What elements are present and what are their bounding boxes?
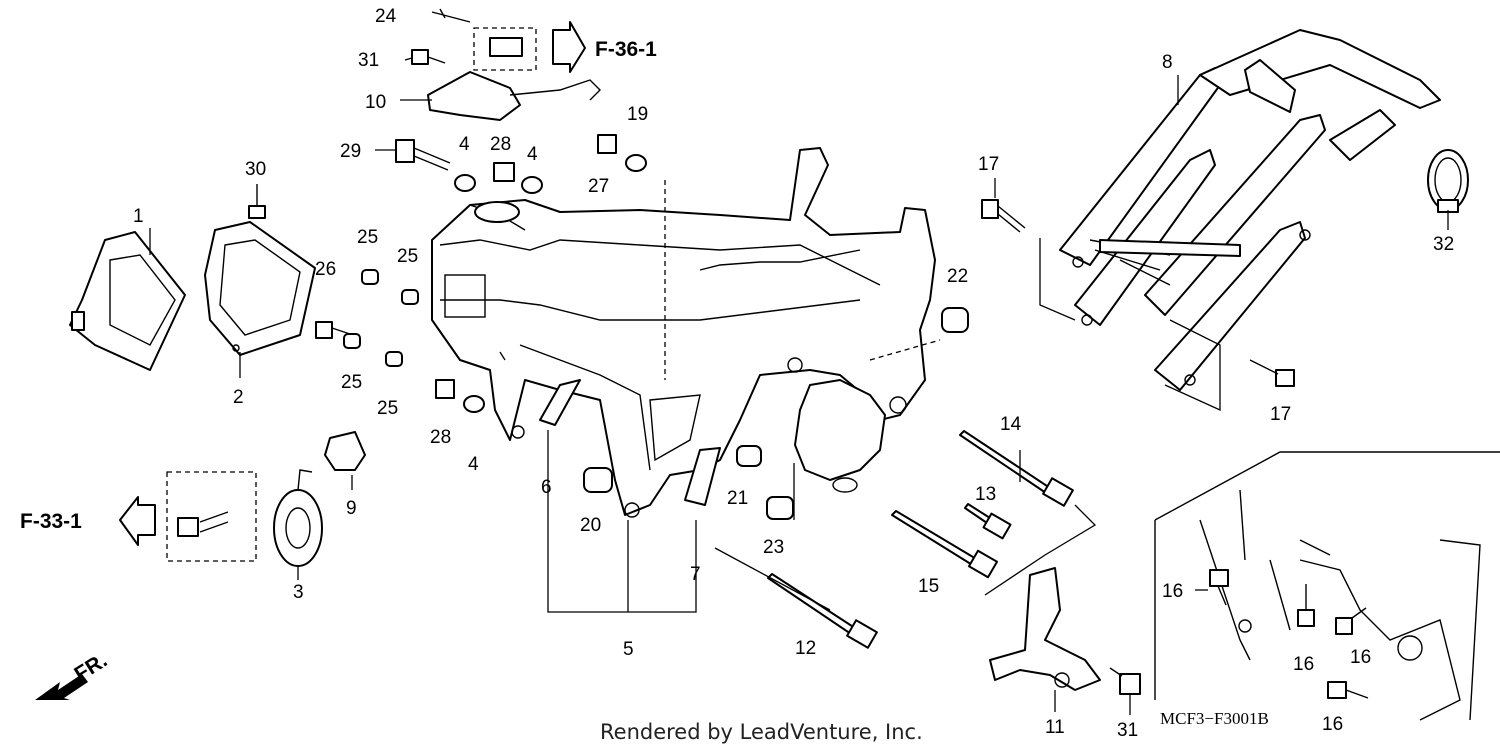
clamp-drawing [1427, 149, 1469, 213]
callout-10: 10 [365, 92, 386, 113]
callout-27: 27 [588, 176, 609, 197]
callout-22: 22 [947, 266, 968, 287]
callout-8: 8 [1162, 52, 1173, 73]
bracket-11-drawing [984, 504, 1101, 691]
callout-25: 25 [357, 227, 378, 248]
callout-15: 15 [918, 576, 939, 597]
callout-31: 31 [1117, 720, 1138, 741]
engine-inset-drawing [1154, 451, 1500, 721]
reference-arrows [35, 21, 586, 700]
callout-16: 16 [1350, 647, 1371, 668]
callout-16: 16 [1162, 581, 1183, 602]
callout-26: 26 [315, 259, 336, 280]
callout-30: 30 [245, 159, 266, 180]
callout-31: 31 [358, 50, 379, 71]
callout-25: 25 [341, 372, 362, 393]
callout-11: 11 [1045, 717, 1065, 738]
callout-17: 17 [1270, 404, 1291, 425]
horn-drawing [166, 431, 366, 567]
callout-29: 29 [340, 141, 361, 162]
credit-text: Rendered by LeadVenture, Inc. [600, 720, 923, 744]
callout-20: 20 [580, 515, 601, 536]
callout-14: 14 [1000, 414, 1022, 435]
callout-13: 13 [975, 484, 996, 505]
bracket-10-drawing [427, 27, 601, 121]
callout-12: 12 [795, 638, 816, 659]
main-frame-drawing [431, 147, 941, 518]
callout-6: 6 [541, 477, 552, 498]
callout-4: 4 [459, 134, 470, 155]
arrow-right-icon [552, 21, 586, 73]
leader-lines [149, 57, 1449, 715]
front-direction-arrow-icon [35, 674, 88, 700]
callout-1: 1 [133, 206, 144, 227]
callout-3: 3 [293, 582, 304, 603]
callout-7: 7 [690, 564, 701, 585]
callout-5: 5 [623, 639, 634, 660]
callout-labels: 24 31 10 29 4 28 4 19 27 30 1 2 25 25 26… [133, 6, 1454, 741]
callout-28: 28 [490, 134, 511, 155]
callout-25: 25 [377, 398, 398, 419]
callout-9: 9 [346, 498, 357, 519]
reference-label-top[interactable]: F-36-1 [595, 38, 657, 61]
callout-21: 21 [727, 488, 748, 509]
callout-4: 4 [468, 454, 479, 475]
arrow-left-icon [119, 496, 156, 546]
callout-24: 24 [375, 6, 397, 27]
callout-4: 4 [527, 144, 538, 165]
callout-16: 16 [1293, 654, 1314, 675]
callout-19: 19 [627, 104, 648, 125]
fasteners-drawing [248, 8, 1369, 699]
reference-label-left[interactable]: F-33-1 [20, 510, 82, 533]
callout-2: 2 [233, 387, 244, 408]
callout-16: 16 [1322, 714, 1343, 735]
callout-28: 28 [430, 427, 451, 448]
callout-25: 25 [397, 246, 418, 267]
callout-17: 17 [978, 154, 999, 175]
callout-23: 23 [763, 537, 784, 558]
rear-subframe-drawing [1039, 29, 1441, 412]
covers-drawing [69, 221, 316, 371]
callout-32: 32 [1433, 234, 1454, 255]
diagram-code: MCF3−F3001B [1160, 709, 1269, 728]
